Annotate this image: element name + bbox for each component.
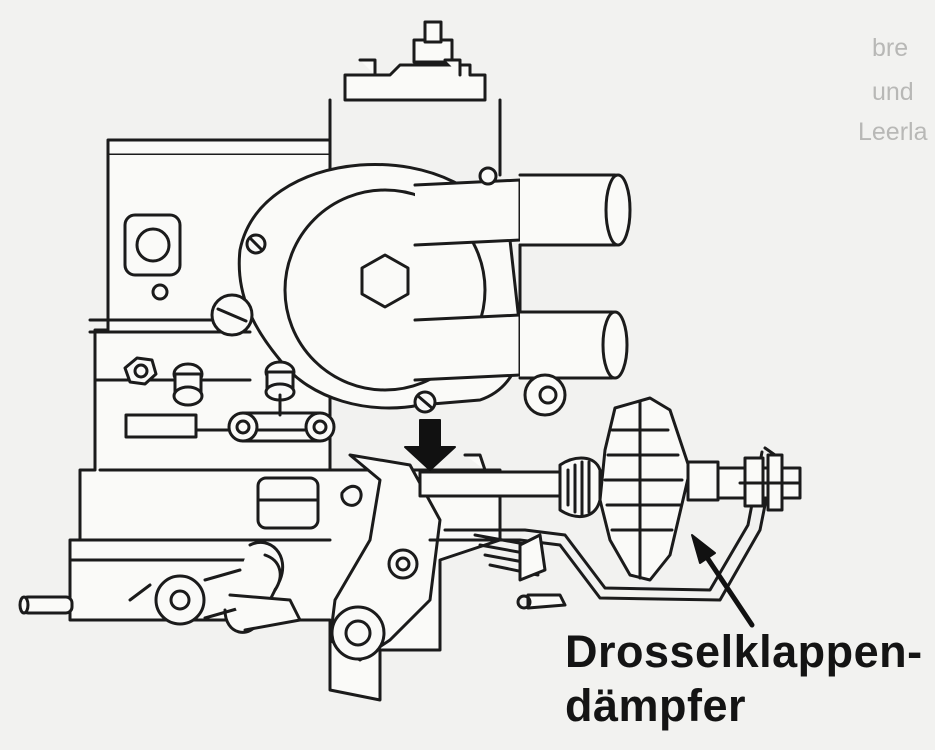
top-stud xyxy=(328,20,502,177)
coolant-pipes xyxy=(413,166,632,382)
fuel-inlet xyxy=(18,595,74,615)
throttle-damper xyxy=(418,396,802,582)
bleed-through-text: Leerla xyxy=(858,118,928,146)
bleed-through-text: und xyxy=(872,78,914,106)
callout-label-line2: dämpfer xyxy=(565,680,747,731)
body-fittings xyxy=(123,213,567,530)
callout-label-line1: Drosselklappen- xyxy=(565,626,923,677)
indicator-arrow xyxy=(404,419,456,471)
bleed-through-text: bre xyxy=(872,34,909,62)
throttle-lever xyxy=(128,453,442,662)
callout-leader-arrow xyxy=(691,534,755,628)
